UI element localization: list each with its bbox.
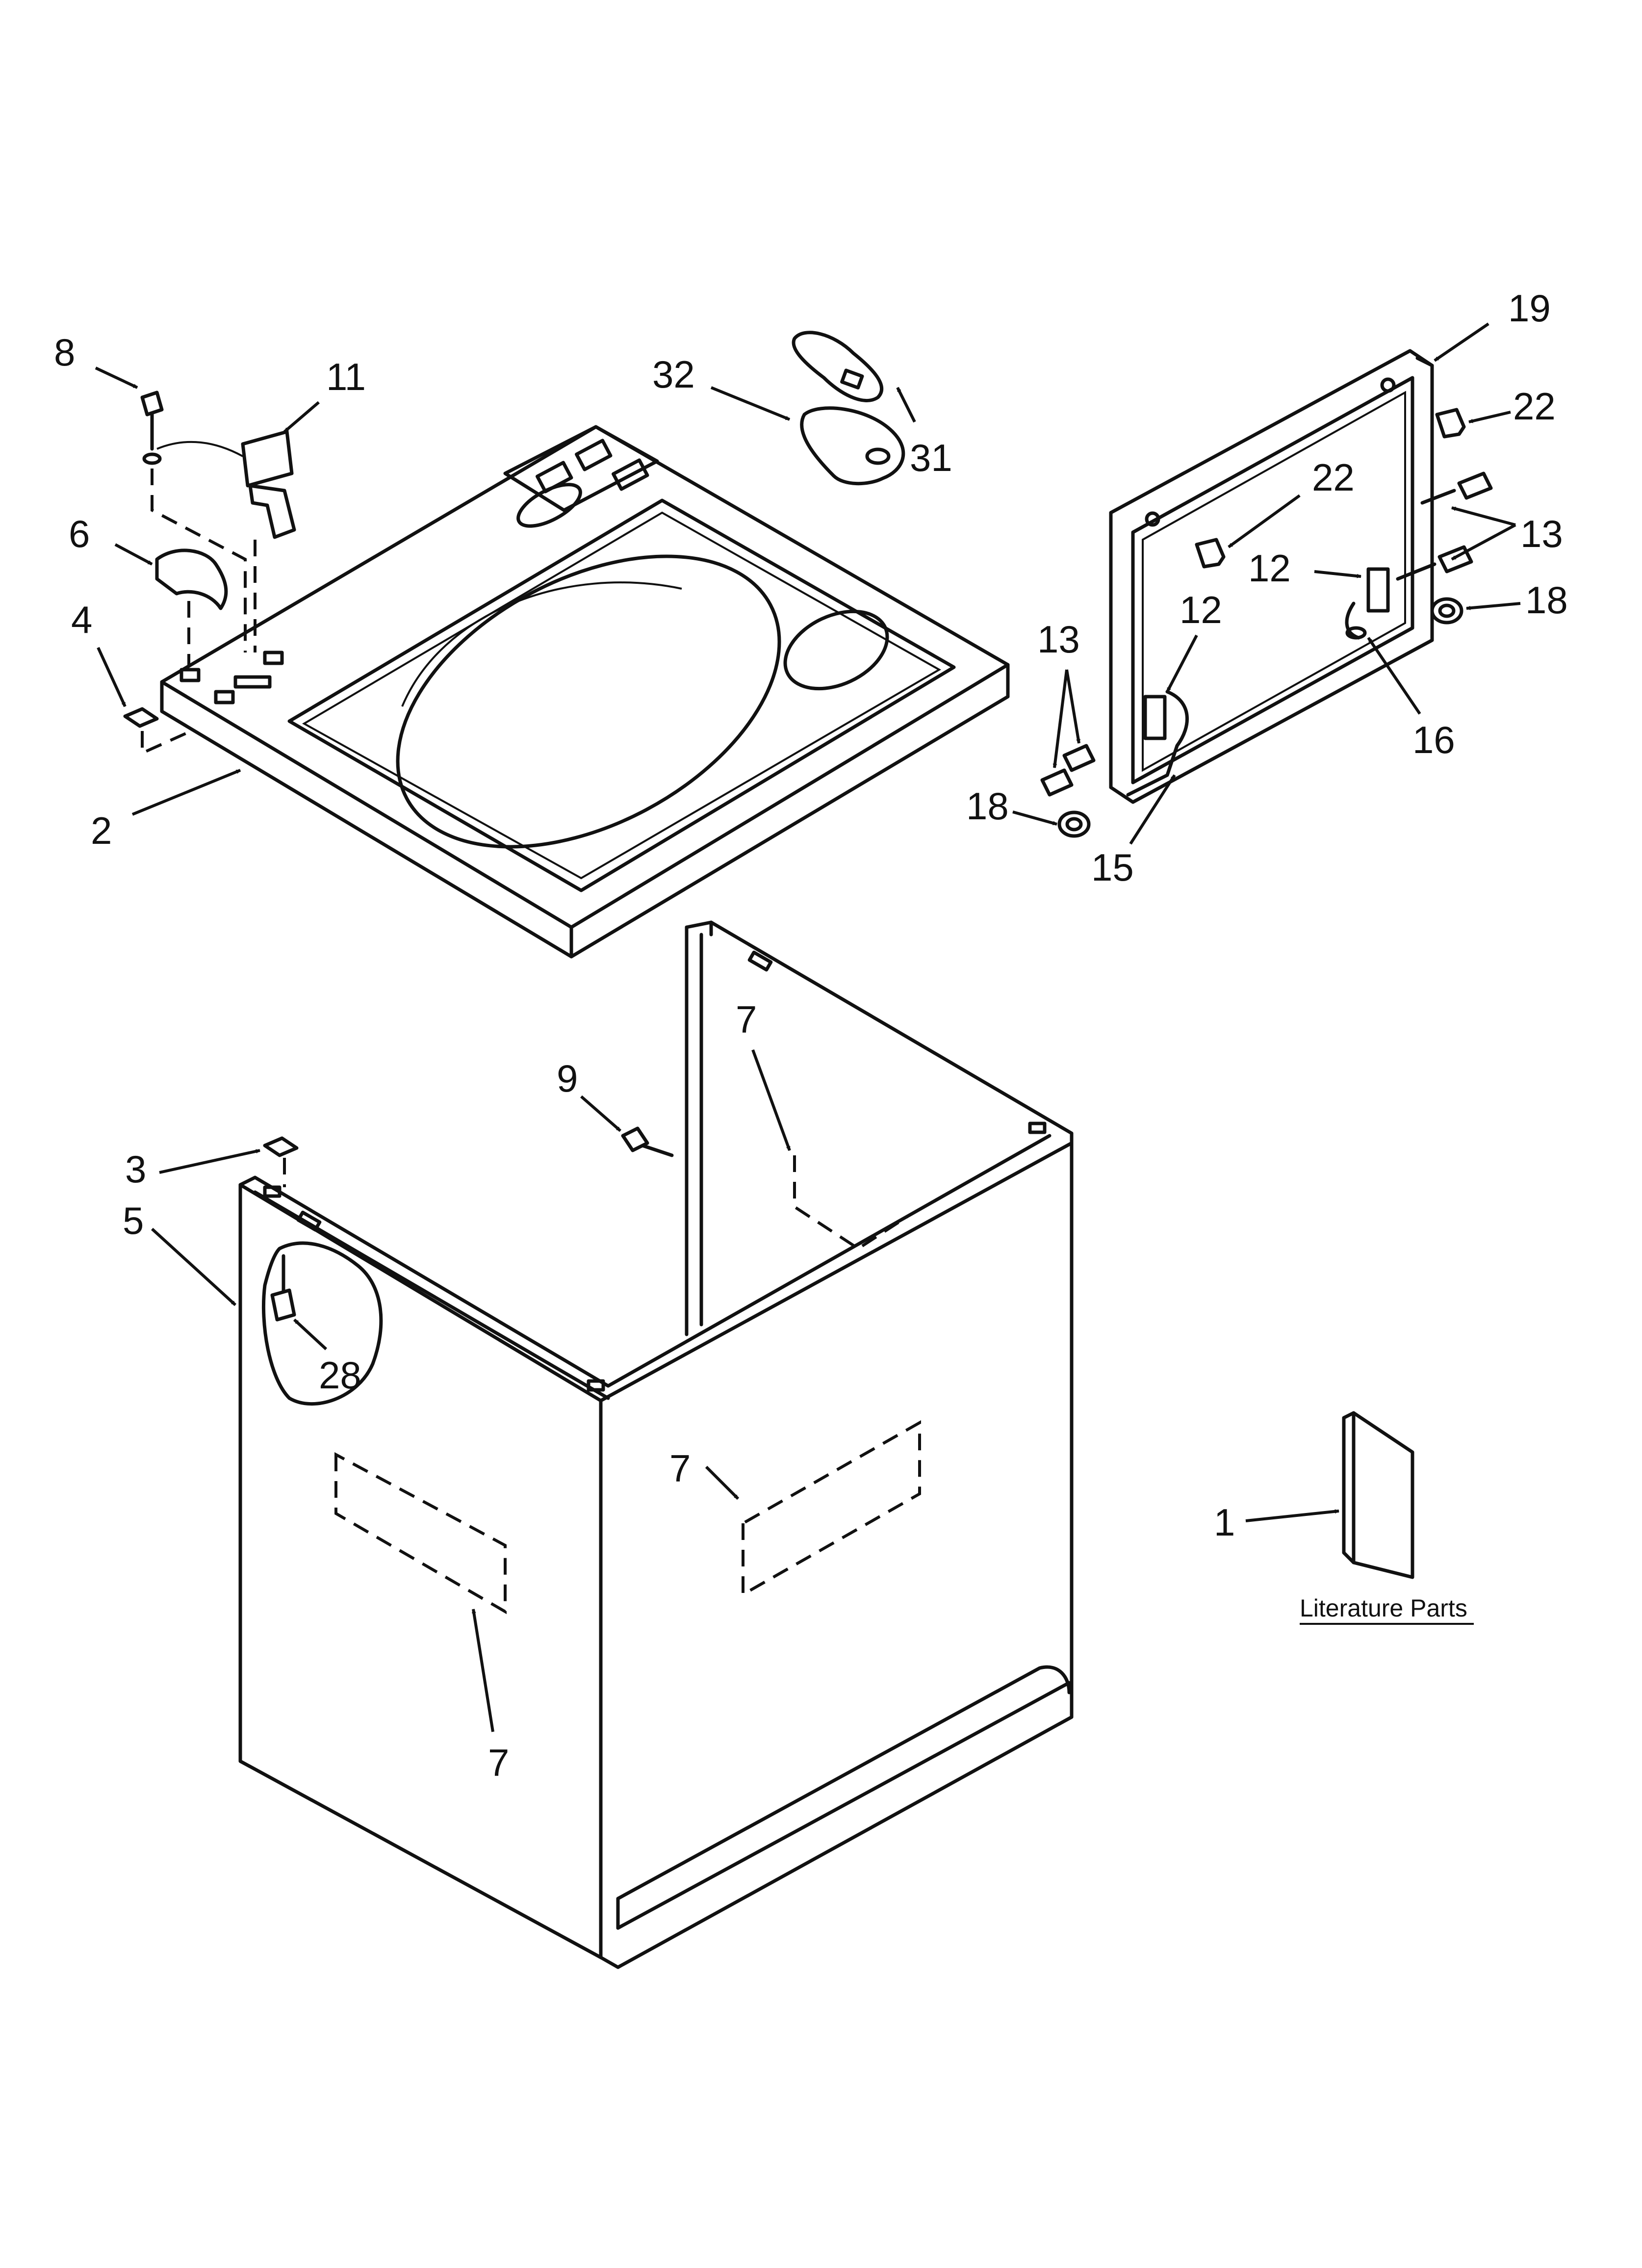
cabinet-5 — [238, 920, 1074, 1969]
screw-8 — [140, 391, 164, 465]
literature-label: Literature Parts — [1300, 1594, 1467, 1622]
callout-16: 16 — [1412, 718, 1455, 761]
lid-switch — [156, 430, 296, 539]
clip-3 — [263, 1136, 299, 1157]
callout-7a: 7 — [736, 998, 757, 1041]
callout-13a: 13 — [1520, 512, 1563, 555]
leaders — [95, 322, 1521, 1732]
callout-2: 2 — [91, 809, 112, 852]
clip-6 — [155, 548, 228, 610]
lid-19 — [1109, 349, 1434, 804]
callout-numbers: 8 11 6 4 2 32 31 19 22 22 13 12 18 16 13… — [54, 287, 1568, 1784]
callout-4: 4 — [71, 598, 92, 641]
label-7a — [793, 1155, 908, 1251]
dispenser-31 — [792, 331, 884, 402]
screw-13a — [1420, 471, 1493, 505]
callout-1: 1 — [1214, 1501, 1235, 1544]
callout-28: 28 — [319, 1354, 361, 1397]
callout-12b: 12 — [1180, 588, 1222, 631]
washer-18b — [1057, 810, 1091, 838]
callout-19: 19 — [1508, 287, 1551, 330]
label-7b — [334, 1452, 507, 1615]
bumper-22b — [1195, 538, 1226, 569]
callout-12a: 12 — [1248, 547, 1291, 590]
label-7c — [742, 1420, 921, 1597]
callout-11: 11 — [326, 355, 366, 398]
callout-22b: 22 — [1312, 456, 1355, 499]
callout-13b: 13 — [1037, 618, 1080, 661]
callout-7c: 7 — [669, 1447, 691, 1490]
callout-5: 5 — [123, 1199, 144, 1242]
callout-22a: 22 — [1513, 385, 1556, 428]
screw-28 — [270, 1254, 296, 1322]
dash-8 — [151, 469, 247, 652]
callout-9: 9 — [557, 1057, 578, 1100]
screw-13b — [1396, 545, 1473, 581]
dash-4 — [141, 730, 192, 756]
callout-6: 6 — [69, 512, 90, 555]
callout-15: 15 — [1091, 846, 1134, 889]
callout-18b: 18 — [966, 784, 1009, 828]
callout-18a: 18 — [1525, 578, 1568, 622]
callout-32: 32 — [652, 353, 695, 396]
bumper-22a — [1435, 408, 1466, 439]
callout-31: 31 — [910, 436, 952, 479]
literature-booklet — [1342, 1411, 1414, 1579]
callout-8: 8 — [54, 331, 75, 374]
screw-13c — [1062, 744, 1096, 772]
screw-9 — [621, 1126, 674, 1157]
top-panel — [160, 425, 1010, 959]
screw-13d — [1040, 768, 1074, 797]
nut-4 — [123, 707, 159, 728]
dispenser-32 — [800, 406, 905, 486]
callout-3: 3 — [125, 1147, 146, 1191]
callout-7b: 7 — [488, 1741, 509, 1784]
washer-18a — [1430, 597, 1463, 625]
